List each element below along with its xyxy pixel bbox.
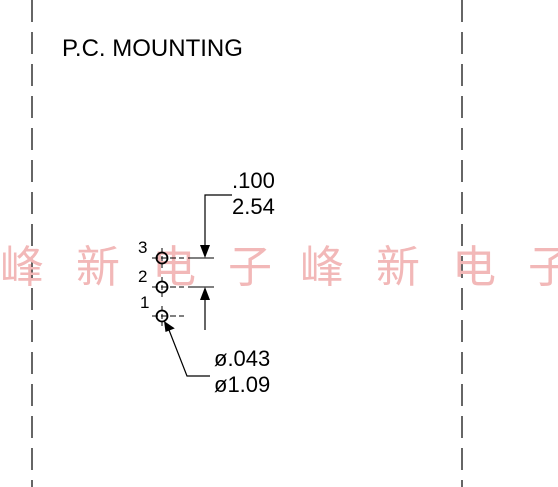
hole-diameter-leader — [164, 321, 210, 377]
hole-dia-mm-label: ø1.09 — [214, 372, 270, 397]
watermark-char: 峰 — [0, 242, 44, 293]
watermark-char: 峰 — [300, 242, 344, 293]
watermark-char: 新 — [76, 242, 120, 293]
watermark: 峰 新 电 子 峰 新 电 子 — [0, 242, 558, 293]
pin-hole-3 — [152, 248, 184, 268]
pin-label-3: 3 — [138, 238, 147, 257]
spacing-mm-label: 2.54 — [232, 194, 275, 219]
pin-hole-1 — [152, 306, 184, 326]
arrowhead-down — [200, 245, 210, 258]
leader-arrowhead — [164, 321, 175, 332]
pin-label-2: 2 — [138, 267, 147, 286]
arrowhead-up — [200, 287, 210, 300]
watermark-char: 子 — [528, 242, 558, 293]
spacing-inch-label: .100 — [232, 168, 275, 193]
watermark-char: 子 — [228, 242, 272, 293]
hole-dia-inch-label: ø.043 — [214, 346, 270, 371]
drawing-title: P.C. MOUNTING — [62, 35, 243, 62]
pin-label-1: 1 — [140, 293, 149, 312]
watermark-char: 新 — [376, 242, 420, 293]
pin-hole-2 — [152, 277, 184, 297]
watermark-char: 电 — [452, 242, 496, 293]
watermark-char: 电 — [152, 242, 196, 293]
spacing-dimension — [188, 194, 232, 330]
